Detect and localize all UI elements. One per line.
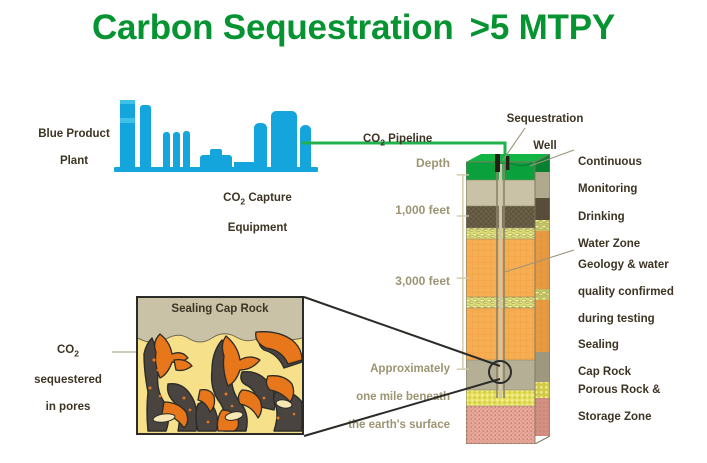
drinking-water-zone-label: Drinking Water Zone [578,210,641,250]
sealing-cap-rock-inset: Sealing Cap Rock [136,296,304,435]
layer-speckle-band-lower [466,297,535,308]
side-rock-orange-lower [535,300,550,352]
plant-label-line1: Blue Product [38,127,110,140]
depth-tick-label-3000: 3,000 feet [395,274,450,288]
sealing-cap-rock-label: Sealing Cap Rock [578,338,632,378]
side-basement-rock [535,398,550,436]
co2-capture-column-2 [300,125,311,171]
pores-label-line3: in pores [45,400,91,413]
plant-ground-line [114,167,318,172]
continuous-monitoring-label: Continuous Monitoring [578,155,642,195]
depth-tick-label-0: Depth [416,156,450,170]
co2-capture-equipment-label: CO2 Capture Equipment [195,178,320,249]
co2-sequestered-in-pores-label: CO2 sequestered in pores [22,330,114,428]
side-topsoil [535,172,550,198]
co2-capture-label-line2: Equipment [227,221,288,234]
layer-topsoil [466,180,535,206]
porous-rock-storage-label: Porous Rock & Storage Zone [578,383,661,423]
layer-surface-green [466,162,535,180]
pores-label-line1: CO2 [57,343,79,358]
approximate-depth-note: Approximately one mile beneath the earth… [330,348,450,446]
plant-stack-cap [120,100,135,104]
layer-speckle-band-upper [466,228,535,239]
plant-pipe-3 [183,131,190,171]
pores-label-line2: sequestered [34,373,102,386]
side-sealing-cap-rock [535,352,550,382]
depth-note-line3: the earth's surface [348,419,450,431]
side-speckle-band-lower [535,289,550,300]
co2-pipeline-label: CO2 Pipeline [363,132,433,147]
title-metric: >5 MTPY [469,8,616,47]
plant-stack-tall [120,100,135,171]
geology-water-quality-label: Geology & water quality confirmed during… [578,258,674,325]
plant-label-line2: Plant [59,154,89,167]
plant-pipe-1 [163,132,170,171]
geology-block [466,154,550,444]
page-title: Carbon Sequestration >5 MTPY [0,8,707,48]
inset-title: Sealing Cap Rock [171,303,269,315]
layer-porous-storage-zone [466,390,535,406]
co2-capture-column-main [271,111,297,171]
well-label-line2: Well [533,139,557,152]
layer-basement-rock [466,406,535,444]
plant-label: Blue Product Plant [26,114,122,182]
side-rock-orange-upper [535,231,550,289]
co2-capture-label-line1: CO2 Capture [223,191,292,206]
layer-sealing-cap-rock [466,360,535,390]
layer-rock-orange-lower [466,308,535,360]
plant-vessel-hat [210,149,222,157]
depth-note-line2: one mile beneath [356,391,450,403]
depth-tick-label-1000: 1,000 feet [395,203,450,217]
plant-stack-band [120,118,135,123]
layer-rock-orange-upper [466,239,535,297]
plant-pipe-2 [173,132,180,171]
inset-cap-rock-band [138,298,302,331]
sequestration-well-label: Sequestration Well [490,99,600,167]
plant-tower-2 [140,105,151,171]
layer-drinking-water-zone [466,206,535,228]
plant-crossover-pipe [234,162,260,167]
side-surface-green [535,154,550,172]
depth-scale [456,174,469,370]
depth-note-line1: Approximately [370,363,450,375]
well-label-line1: Sequestration [506,112,584,125]
side-porous-storage-zone [535,382,550,398]
title-main: Carbon Sequestration [91,8,454,47]
side-drinking-water-zone [535,198,550,220]
side-speckle-band-upper [535,220,550,231]
co2-capture-column-1 [254,123,267,171]
